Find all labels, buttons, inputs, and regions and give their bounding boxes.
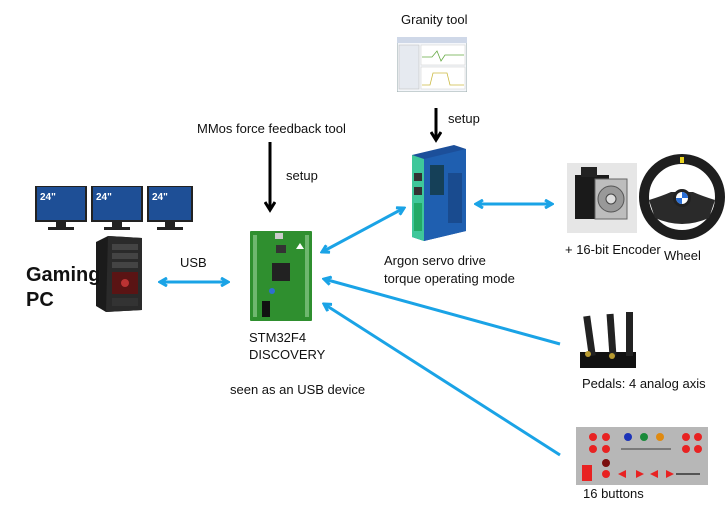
pedals-image	[580, 312, 636, 368]
usb-label: USB	[180, 255, 207, 270]
argon-label-line1: Argon servo drive	[384, 253, 486, 268]
monitor-icon	[35, 186, 87, 230]
wheel-label: Wheel	[664, 248, 701, 263]
granity-screenshot-image	[397, 37, 467, 92]
mmos-tool-label: MMos force feedback tool	[197, 121, 346, 136]
mmos-setup-label: setup	[286, 168, 318, 183]
monitors-image	[35, 186, 193, 230]
stm32-note: seen as an USB device	[230, 382, 366, 397]
edge-pedals-stm32	[324, 279, 561, 346]
button-panel-image	[576, 427, 708, 485]
monitor-size-3: 24"	[152, 192, 168, 203]
monitor-size-1: 24"	[40, 192, 56, 203]
edge-buttons-stm32	[324, 304, 561, 457]
pedals-label: Pedals: 4 analog axis	[582, 376, 706, 391]
buttons-label: 16 buttons	[583, 486, 644, 501]
argon-label-line2: torque operating mode	[384, 271, 515, 286]
stm32-board-image	[250, 231, 312, 321]
monitor-icon	[91, 186, 143, 230]
stm32-label-line2: DISCOVERY	[249, 347, 326, 362]
argon-drive-image	[412, 145, 466, 241]
gaming-pc-label-line1: Gaming	[26, 264, 101, 286]
gaming-pc-label-line2: PC	[26, 289, 54, 311]
pc-tower-image	[96, 236, 142, 312]
monitor-size-2: 24"	[96, 192, 112, 203]
edge-stm32-argon	[322, 208, 404, 252]
motor-label: + 16-bit Encoder	[565, 242, 661, 257]
granity-tool-label: Granity tool	[401, 12, 468, 27]
steering-wheel-image	[639, 154, 725, 240]
granity-setup-label: setup	[448, 111, 480, 126]
stm32-label-line1: STM32F4	[249, 330, 307, 345]
servo-motor-image	[567, 163, 637, 233]
monitor-icon	[147, 186, 193, 230]
button-icon	[589, 433, 702, 478]
